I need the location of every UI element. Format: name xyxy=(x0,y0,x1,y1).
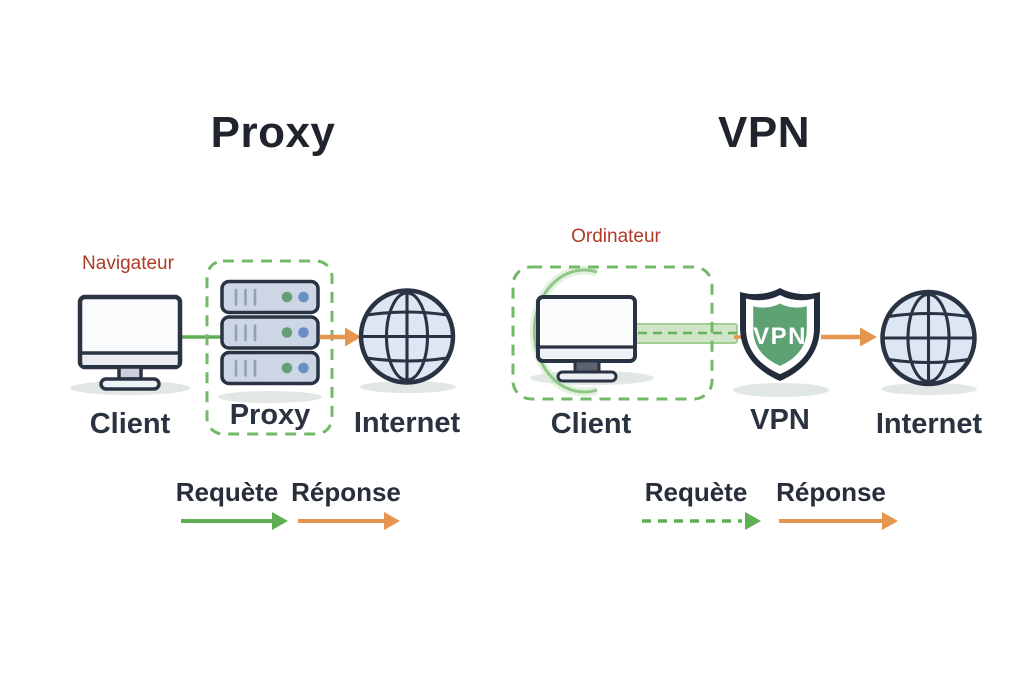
client-monitor-icon xyxy=(77,294,183,391)
internet-globe-icon-right xyxy=(883,292,975,384)
response-legend-arrow-right xyxy=(779,512,898,530)
proxy-to-internet-arrow xyxy=(320,327,361,347)
response-label-right: Réponse xyxy=(776,477,886,507)
computer-boundary-box xyxy=(511,265,714,401)
response-legend-arrow xyxy=(298,512,400,530)
client-label-right: Client xyxy=(550,408,632,440)
proxy-servers-icon xyxy=(220,279,320,386)
vpn-to-internet-arrow xyxy=(821,327,877,347)
ordinateur-annotation: Ordinateur xyxy=(571,226,661,247)
vpn-shield-text: VPN xyxy=(753,323,807,350)
proxy-title: Proxy xyxy=(210,108,336,157)
request-legend-arrow xyxy=(181,512,288,530)
client-monitor-icon-right xyxy=(536,295,637,383)
internet-label-left: Internet xyxy=(353,407,461,439)
proxy-node-label: Proxy xyxy=(229,399,311,431)
client-label-left: Client xyxy=(89,408,171,440)
vpn-node-label: VPN xyxy=(750,404,810,436)
request-label-right: Requète xyxy=(644,477,748,507)
vpn-title: VPN xyxy=(718,108,810,157)
response-label-left: Réponse xyxy=(291,477,401,507)
vpn-shield-icon xyxy=(740,288,820,381)
request-legend-arrow-right xyxy=(642,512,761,530)
navigateur-annotation: Navigateur xyxy=(82,253,174,274)
encryption-ring-icon xyxy=(529,265,599,397)
request-label-left: Requète xyxy=(175,477,279,507)
proxy-boundary-box xyxy=(205,259,334,436)
internet-label-right: Internet xyxy=(875,408,983,440)
internet-globe-icon xyxy=(361,291,453,383)
